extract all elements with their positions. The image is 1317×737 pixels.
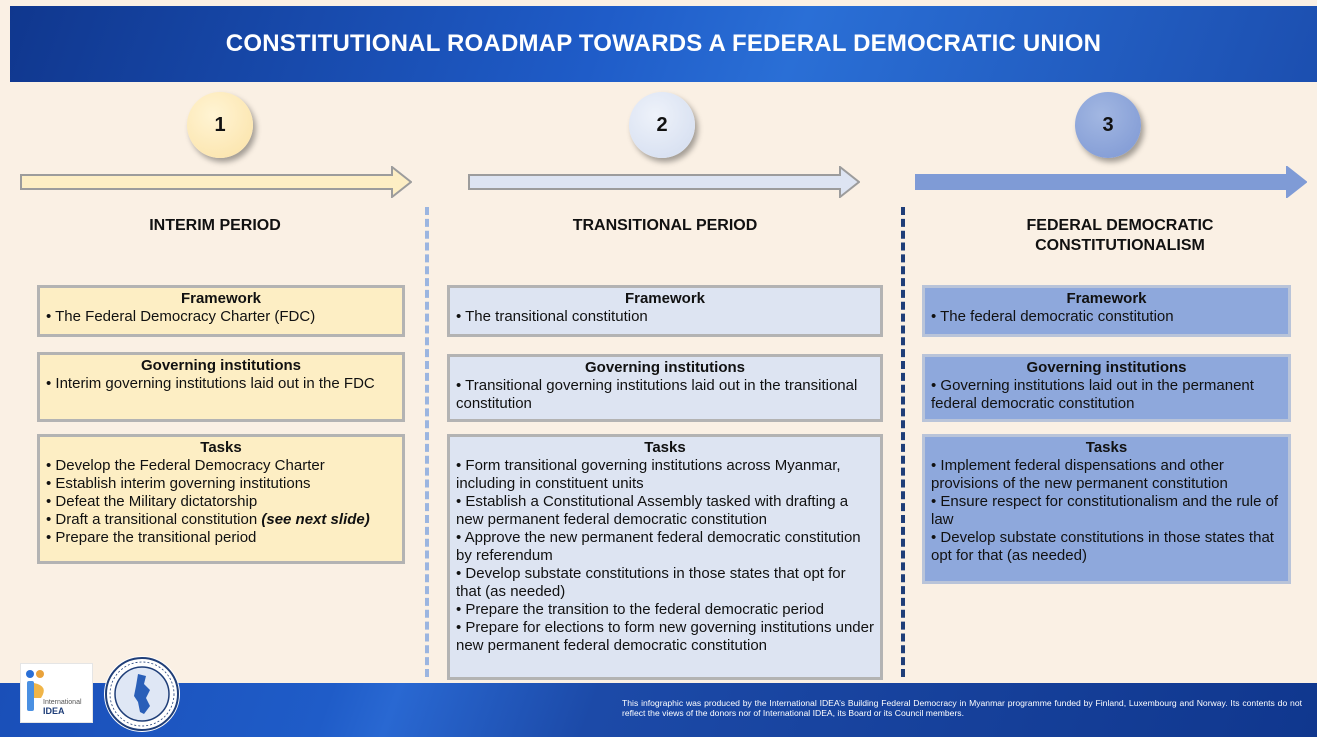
list-item: • Establish interim governing institutio… [46, 475, 311, 492]
phase-divider [425, 207, 429, 677]
list-item: • Develop the Federal Democracy Charter [46, 457, 325, 474]
phase-1-institutions-box: Governing institutions • Interim governi… [37, 352, 405, 422]
box-heading: Governing institutions [585, 359, 745, 376]
list-item: • Transitional governing institutions la… [456, 377, 858, 412]
phase-2-title: TRANSITIONAL PERIOD [572, 217, 758, 234]
phase-1-tasks-box: Tasks • Develop the Federal Democracy Ch… [37, 434, 405, 564]
phase-3-title: FEDERAL DEMOCRATIC CONSTITUTIONALISM [1026, 217, 1214, 254]
phase-3-framework-box: Framework • The federal democratic const… [922, 285, 1291, 337]
list-item: • The federal democratic constitution [931, 308, 1174, 325]
list-item: • Develop substate constitutions in thos… [456, 565, 846, 600]
list-item-text: • Draft a transitional constitution [46, 511, 258, 528]
list-item: • Defeat the Military dictatorship [46, 493, 258, 510]
phase-2-institutions-box: Governing institutions • Transitional go… [447, 354, 883, 422]
phase-3-institutions-box: Governing institutions • Governing insti… [922, 354, 1291, 422]
list-item: • The Federal Democracy Charter (FDC) [46, 308, 316, 325]
international-idea-logo: International IDEA [20, 663, 93, 723]
list-item: • Draft a transitional constitution (see… [46, 511, 396, 529]
box-heading: Governing institutions [1026, 359, 1187, 376]
phase-1-title: INTERIM PERIOD [149, 217, 281, 234]
list-item: • Ensure respect for constitutionalism a… [931, 493, 1279, 528]
list-item: • Form transitional governing institutio… [456, 457, 841, 492]
arrow-right-icon [915, 166, 1307, 198]
idea-logo-text-1: International [43, 699, 82, 706]
list-item: • Interim governing institutions laid ou… [46, 375, 375, 392]
phase-3-tasks-box: Tasks • Implement federal dispensations … [922, 434, 1291, 584]
idea-logo-icon: International IDEA [26, 670, 82, 716]
box-heading: Tasks [200, 439, 242, 456]
list-item: • Prepare the transition to the federal … [456, 601, 824, 618]
box-heading: Tasks [644, 439, 686, 456]
list-item: • Develop substate constitutions in thos… [931, 529, 1274, 564]
box-heading: Framework [180, 290, 262, 307]
box-heading: Framework [1066, 290, 1147, 307]
seal-icon [105, 657, 179, 731]
title-banner: CONSTITUTIONAL ROADMAP TOWARDS A FEDERAL… [10, 6, 1317, 82]
federal-democracy-seal-logo [104, 656, 180, 732]
step-1-badge: 1 [187, 92, 253, 158]
arrow-right-icon [20, 166, 412, 198]
footer-bar: This infographic was produced by the Int… [0, 683, 1317, 737]
list-item: • Prepare the transitional period [46, 529, 257, 546]
page-title: CONSTITUTIONAL ROADMAP TOWARDS A FEDERAL… [225, 30, 1102, 57]
step-2-badge: 2 [629, 92, 695, 158]
list-item: • Establish a Constitutional Assembly ta… [456, 493, 849, 528]
list-item: • Prepare for elections to form new gove… [456, 619, 874, 654]
box-heading: Tasks [1085, 439, 1128, 456]
arrow-right-icon [468, 166, 860, 198]
phase-2-tasks-box: Tasks • Form transitional governing inst… [447, 434, 883, 680]
phase-divider [901, 207, 905, 677]
box-heading: Governing institutions [141, 357, 301, 374]
idea-logo-text-2: IDEA [43, 706, 65, 716]
footer-disclaimer: This infographic was produced by the Int… [622, 698, 1302, 718]
step-3-badge: 3 [1075, 92, 1141, 158]
see-next-slide-note: (see next slide) [261, 511, 370, 528]
phase-2-framework-box: Framework • The transitional constitutio… [447, 285, 883, 337]
phase-1-framework-box: Framework • The Federal Democracy Charte… [37, 285, 405, 337]
list-item: • Implement federal dispensations and ot… [931, 457, 1228, 492]
box-heading: Framework [624, 290, 706, 307]
list-item: • Governing institutions laid out in the… [931, 377, 1254, 412]
list-item: • The transitional constitution [456, 308, 648, 325]
list-item: • Approve the new permanent federal demo… [456, 529, 861, 564]
